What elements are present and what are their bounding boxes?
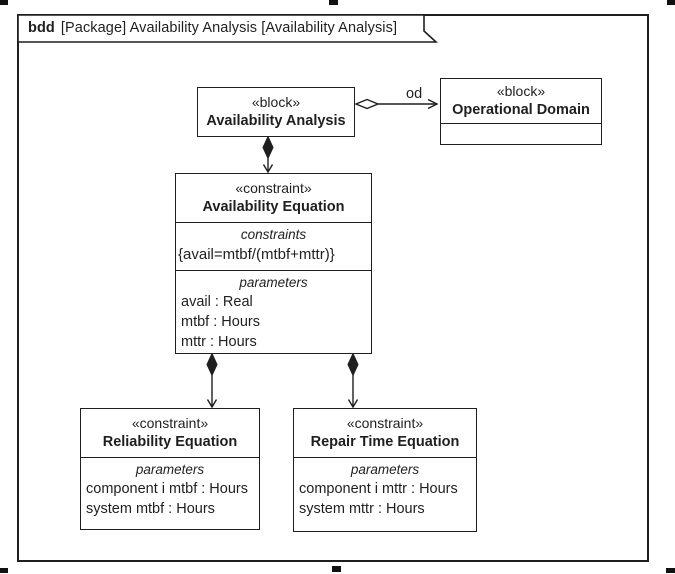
- od-role-label: od: [406, 86, 423, 102]
- shared-aggregation-diamond: [354, 98, 380, 110]
- stereotype-label: «block»: [496, 82, 546, 99]
- parameter: mttr : Hours: [181, 334, 257, 350]
- name-compartment: «block» Availability Analysis: [198, 88, 354, 136]
- parameters-compartment-label: parameters: [135, 462, 205, 477]
- composition-connector-reliability-equation: [206, 352, 218, 409]
- crop-mark: [332, 566, 341, 572]
- reliability-equation-block: «constraint» Reliability Equation parame…: [80, 408, 260, 530]
- stereotype-label: «constraint»: [346, 414, 424, 431]
- crop-mark: [667, 0, 675, 5]
- constraint-expression: {avail=mtbf/(mtbf+mttr)}: [178, 246, 335, 263]
- block-name: Repair Time Equation: [310, 433, 460, 450]
- frame-name-tab: [17, 14, 439, 43]
- stereotype-label: «constraint»: [235, 179, 312, 196]
- block-name: Reliability Equation: [102, 433, 238, 450]
- composition-connector-repair-time-equation: [347, 352, 359, 409]
- composition-connector-availability-equation: [262, 135, 274, 174]
- crop-mark: [666, 568, 675, 573]
- constraints-compartment: constraints {avail=mtbf/(mtbf+mttr)}: [176, 223, 371, 271]
- diagram-kind-keyword: bdd: [28, 19, 55, 36]
- block-name: Availability Analysis: [206, 112, 346, 129]
- parameters-compartment: parameters avail : Real mtbf : Hours mtt…: [176, 271, 371, 353]
- od-association-connector: [354, 98, 439, 110]
- open-arrowhead: [206, 399, 218, 409]
- empty-compartment: [441, 124, 601, 144]
- composite-diamond: [262, 135, 274, 160]
- frame-heading: bdd [Package] Availability Analysis [Avai…: [28, 20, 397, 36]
- availability-analysis-block: «block» Availability Analysis: [197, 87, 355, 137]
- crop-mark: [0, 0, 8, 5]
- parameter: system mttr : Hours: [299, 501, 425, 517]
- crop-mark: [329, 0, 338, 5]
- name-compartment: «constraint» Availability Equation: [176, 174, 371, 223]
- parameter: mtbf : Hours: [181, 314, 260, 330]
- composite-diamond: [347, 352, 359, 377]
- name-compartment: «constraint» Repair Time Equation: [294, 409, 476, 458]
- parameters-compartment-label: parameters: [239, 275, 308, 290]
- open-arrowhead: [262, 164, 274, 174]
- availability-equation-block: «constraint» Availability Equation const…: [175, 173, 372, 354]
- parameter: component i mtbf : Hours: [86, 481, 248, 497]
- constraints-compartment-label: constraints: [240, 227, 307, 242]
- operational-domain-block: «block» Operational Domain: [440, 78, 602, 145]
- open-arrowhead: [427, 98, 439, 110]
- parameters-compartment-label: parameters: [350, 462, 420, 477]
- block-name: Availability Equation: [202, 198, 345, 215]
- repair-time-equation-block: «constraint» Repair Time Equation parame…: [293, 408, 477, 532]
- composite-diamond: [206, 352, 218, 377]
- parameters-compartment: parameters component i mttr : Hours syst…: [294, 458, 476, 531]
- parameter: avail : Real: [181, 294, 253, 310]
- parameter: system mtbf : Hours: [86, 501, 215, 517]
- open-arrowhead: [347, 399, 359, 409]
- parameter: component i mttr : Hours: [299, 481, 458, 497]
- stereotype-label: «block»: [251, 93, 301, 110]
- crop-mark: [0, 568, 8, 573]
- diagram-title: [Package] Availability Analysis [Availab…: [60, 19, 398, 36]
- block-name: Operational Domain: [452, 101, 590, 118]
- name-compartment: «constraint» Reliability Equation: [81, 409, 259, 458]
- name-compartment: «block» Operational Domain: [441, 79, 601, 124]
- stereotype-label: «constraint»: [131, 414, 209, 431]
- parameters-compartment: parameters component i mtbf : Hours syst…: [81, 458, 259, 529]
